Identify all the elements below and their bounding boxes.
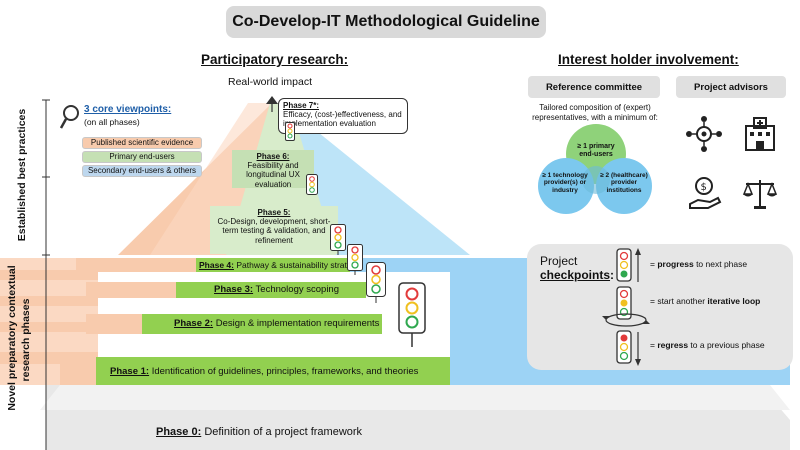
hospital-icon — [745, 117, 775, 151]
money-hand-icon: $ — [689, 177, 722, 209]
checkpoint-regress: = regress to a previous phase — [650, 340, 765, 350]
phase-4-name: Phase 4: — [199, 260, 234, 270]
reference-committee-title: Reference committee — [528, 76, 660, 98]
phase-0-label: Phase 0: Definition of a project framewo… — [156, 426, 362, 438]
checkpoint-progress: = progress to next phase — [650, 259, 748, 269]
network-gear-icon — [686, 116, 722, 152]
phase-5-text: Co-Design, development, short-term testi… — [217, 217, 331, 245]
phase-6-text: Feasibility and longitudinal UX evaluati… — [246, 161, 300, 189]
circle-primary-label: ≥ 1 primary end-users — [577, 143, 615, 159]
phase-5-name: Phase 5: — [257, 208, 291, 217]
step-phase-1-green — [96, 357, 450, 385]
traffic-light-icon — [330, 224, 346, 255]
phase-3-text: Technology scoping — [255, 284, 339, 295]
traffic-light-red-icon — [616, 330, 632, 364]
traffic-light-icon — [366, 262, 386, 303]
traffic-light-icon — [398, 282, 426, 347]
top-label: Real-world impact — [228, 76, 313, 88]
phase-4-label: Phase 4: Pathway & sustainability strate… — [199, 260, 361, 270]
phase-3-label: Phase 3: Technology scoping — [214, 284, 339, 295]
step-phase-2-green — [142, 314, 382, 334]
phase-7-box: Phase 7*: Efficacy, (cost-)effectiveness… — [278, 98, 408, 134]
viewpoint-secondary: Secondary end-users & others — [82, 165, 202, 177]
step-phase-3-green — [176, 282, 366, 298]
phase-2-name: Phase 2: — [174, 318, 214, 329]
phase-6-name: Phase 6: — [256, 152, 290, 161]
svg-text:$: $ — [701, 182, 707, 193]
phase-3-name: Phase 3: — [214, 284, 254, 295]
checkpoint-panel — [527, 244, 793, 370]
phase-2-text: Design & implementation requirements — [215, 318, 380, 329]
phase-7-name: Phase 7*: — [283, 101, 320, 110]
loop-icon — [602, 313, 650, 327]
reference-committee-desc: Tailored composition of (expert) represe… — [532, 103, 658, 122]
checkpoints-title-line1: Project — [540, 254, 578, 268]
phase-1-label: Phase 1: Identification of guidelines, p… — [110, 366, 418, 377]
phase-1-text: Identification of guidelines, principles… — [151, 366, 419, 377]
checkpoints-title: Project checkpoints: — [540, 254, 614, 283]
step-phase-3-orange — [86, 282, 176, 298]
viewpoints-subtitle: (on all phases) — [84, 117, 140, 127]
circle-healthcare-label: ≥ 2 (healthcare) provider institutions — [600, 172, 648, 194]
phase-5-box — [210, 206, 338, 254]
traffic-light-icon — [285, 122, 295, 141]
orange-stripe — [0, 322, 98, 332]
phase-5-label: Phase 5: Co-Design, development, short-t… — [212, 208, 336, 245]
phase-1-name: Phase 1: — [110, 366, 150, 377]
page-title: Co-Develop-IT Methodological Guideline — [232, 13, 540, 30]
circle-overlap — [582, 166, 610, 194]
viewpoints-title: 3 core viewpoints: — [84, 104, 172, 115]
phase-6-box — [232, 150, 314, 188]
traffic-light-icon — [347, 244, 363, 275]
right-header: Interest holder involvement: — [558, 52, 739, 67]
project-advisors-title: Project advisors — [676, 76, 786, 98]
step-phase-2-orange — [86, 314, 142, 334]
orange-stripe — [0, 296, 98, 306]
traffic-light-icon — [306, 174, 318, 195]
pyramid-left-light — [150, 103, 270, 255]
checkpoints-colon: : — [610, 268, 615, 283]
orange-stripe — [0, 270, 98, 280]
scales-icon — [742, 180, 778, 209]
viewpoint-evidence: Published scientific evidence — [82, 137, 202, 149]
step-phase-1-orange — [60, 357, 96, 385]
magnifier-icon — [60, 105, 79, 129]
phase-0-top — [40, 385, 790, 410]
phase-7-text: Efficacy, (cost-)effectiveness, and impl… — [283, 110, 402, 129]
phase-6-label: Phase 6: Feasibility and longitudinal UX… — [232, 152, 314, 189]
checkpoint-iterative: = start another iterative loop — [650, 296, 761, 306]
traffic-light-green-icon — [616, 248, 632, 282]
step-phase-4-green — [196, 258, 350, 272]
top-arrow — [266, 96, 278, 104]
novel-label-2: research phases — [20, 298, 32, 382]
viewpoint-primary: Primary end-users — [82, 151, 202, 163]
arrow-down-icon — [635, 332, 641, 366]
title-box: Co-Develop-IT Methodological Guideline — [226, 6, 546, 38]
novel-label-1: Novel preparatory contextual — [6, 265, 18, 411]
traffic-light-yellow-icon — [616, 286, 632, 320]
circle-healthcare — [596, 158, 652, 214]
phase-0-name: Phase 0: — [156, 426, 202, 438]
checkpoints-title-line2: checkpoints — [540, 268, 611, 283]
arrow-up-icon — [635, 248, 641, 282]
circle-technology-label: ≥ 1 technology provider(s) or industry — [542, 172, 588, 194]
phase-0-text: Definition of a project framework — [204, 426, 363, 438]
left-header: Participatory research: — [201, 52, 349, 67]
phase-2-label: Phase 2: Design & implementation require… — [174, 318, 379, 329]
established-label: Established best practices — [16, 108, 28, 242]
phase-4-text: Pathway & sustainability strategy — [236, 260, 361, 270]
circle-technology — [538, 158, 594, 214]
